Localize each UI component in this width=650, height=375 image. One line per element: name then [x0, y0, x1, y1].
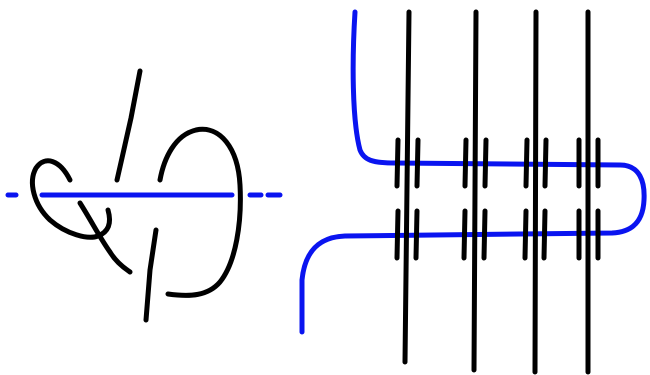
vertical-strand-2 [471, 9, 479, 373]
blue-curve [299, 9, 647, 335]
crossing-upper-3 [523, 137, 549, 189]
knot-strand-top [114, 68, 143, 183]
crossing-upper-2 [462, 137, 489, 189]
crossing-lower-1 [394, 208, 420, 261]
crossing-lower-3 [522, 208, 548, 261]
right-braid-figure [299, 9, 647, 375]
knot-strands [30, 68, 243, 323]
vertical-strands [402, 9, 591, 375]
crossing-marks [394, 137, 601, 261]
left-knot-figure [5, 68, 283, 323]
crossing-upper-1 [394, 137, 421, 189]
crossing-lower-2 [461, 208, 488, 261]
vertical-strand-1 [402, 9, 412, 365]
knot-strand-left-loop [30, 158, 113, 240]
crossing-lower-4 [576, 208, 601, 261]
knot-strand-right-loop [157, 126, 243, 298]
crossing-upper-4 [576, 137, 601, 189]
knot-strand-lower-vertical [143, 227, 159, 323]
knot-strand-middle-diagonal [77, 200, 133, 275]
vertical-strand-3 [532, 9, 539, 375]
